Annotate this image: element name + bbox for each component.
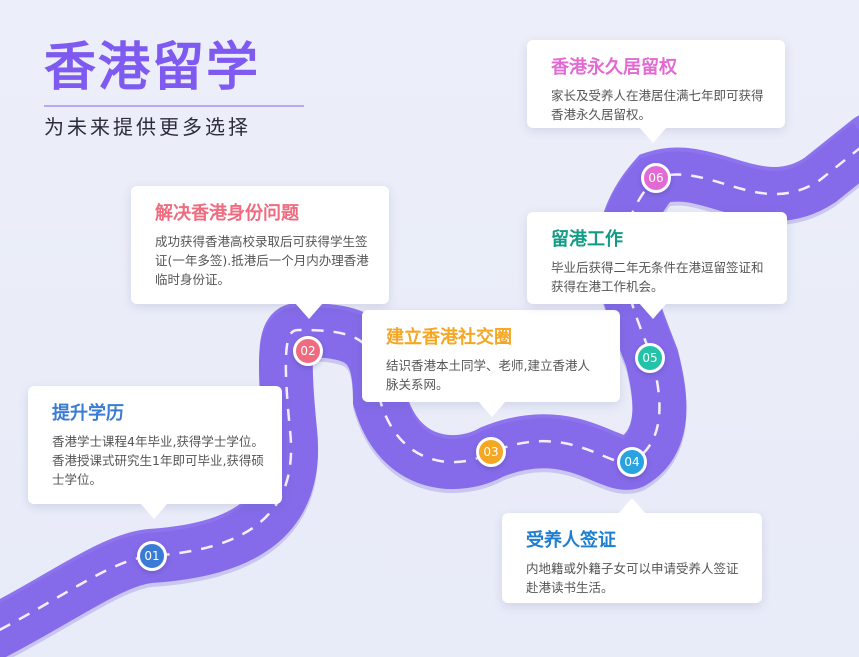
step-text-03: 结识香港本土同学、老师,建立香港人脉关系网。 (386, 358, 590, 392)
page-title: 香港留学 (44, 38, 261, 98)
title-divider (44, 105, 304, 107)
step-marker-04: 04 (617, 447, 647, 477)
step-marker-03: 03 (476, 437, 506, 467)
card-pointer (295, 303, 323, 319)
step-title-03: 建立香港社交圈 (386, 327, 512, 348)
step-marker-06: 06 (641, 163, 671, 193)
card-pointer (140, 503, 168, 519)
page-subtitle: 为未来提供更多选择 (44, 115, 251, 139)
step-title-06: 香港永久居留权 (551, 57, 677, 78)
step-card-06: 香港永久居留权 家长及受养人在港居住满七年即可获得香港永久居留权。 (527, 40, 785, 143)
step-card-04: 受养人签证 内地籍或外籍子女可以申请受养人签证赴港读书生活。 (502, 498, 762, 603)
step-card-03: 建立香港社交圈 结识香港本土同学、老师,建立香港人脉关系网。 (362, 310, 620, 417)
step-marker-01: 01 (137, 541, 167, 571)
step-marker-02: 02 (293, 336, 323, 366)
step-text-05: 毕业后获得二年无条件在港逗留签证和获得在港工作机会。 (551, 260, 764, 294)
step-text-02: 成功获得香港高校录取后可获得学生签证(一年多签).抵港后一个月内办理香港临时身份… (155, 234, 369, 287)
step-marker-05: 05 (635, 343, 665, 373)
step-text-06: 家长及受养人在港居住满七年即可获得香港永久居留权。 (551, 88, 764, 122)
step-card-05: 留港工作 毕业后获得二年无条件在港逗留签证和获得在港工作机会。 (527, 212, 787, 319)
step-text-01: 香港学士课程4年毕业,获得学士学位。香港授课式研究生1年即可毕业,获得硕士学位。 (52, 434, 264, 487)
step-card-02: 解决香港身份问题 成功获得香港高校录取后可获得学生签证(一年多签).抵港后一个月… (131, 186, 389, 319)
step-title-01: 提升学历 (52, 403, 124, 424)
step-title-04: 受养人签证 (526, 530, 616, 551)
card-pointer (478, 401, 506, 417)
step-title-05: 留港工作 (551, 229, 623, 250)
card-pointer (639, 303, 667, 319)
step-card-01: 提升学历 香港学士课程4年毕业,获得学士学位。香港授课式研究生1年即可毕业,获得… (28, 386, 282, 519)
step-text-04: 内地籍或外籍子女可以申请受养人签证赴港读书生活。 (526, 561, 739, 595)
card-pointer (618, 498, 646, 514)
card-pointer (639, 127, 667, 143)
step-title-02: 解决香港身份问题 (155, 203, 299, 224)
